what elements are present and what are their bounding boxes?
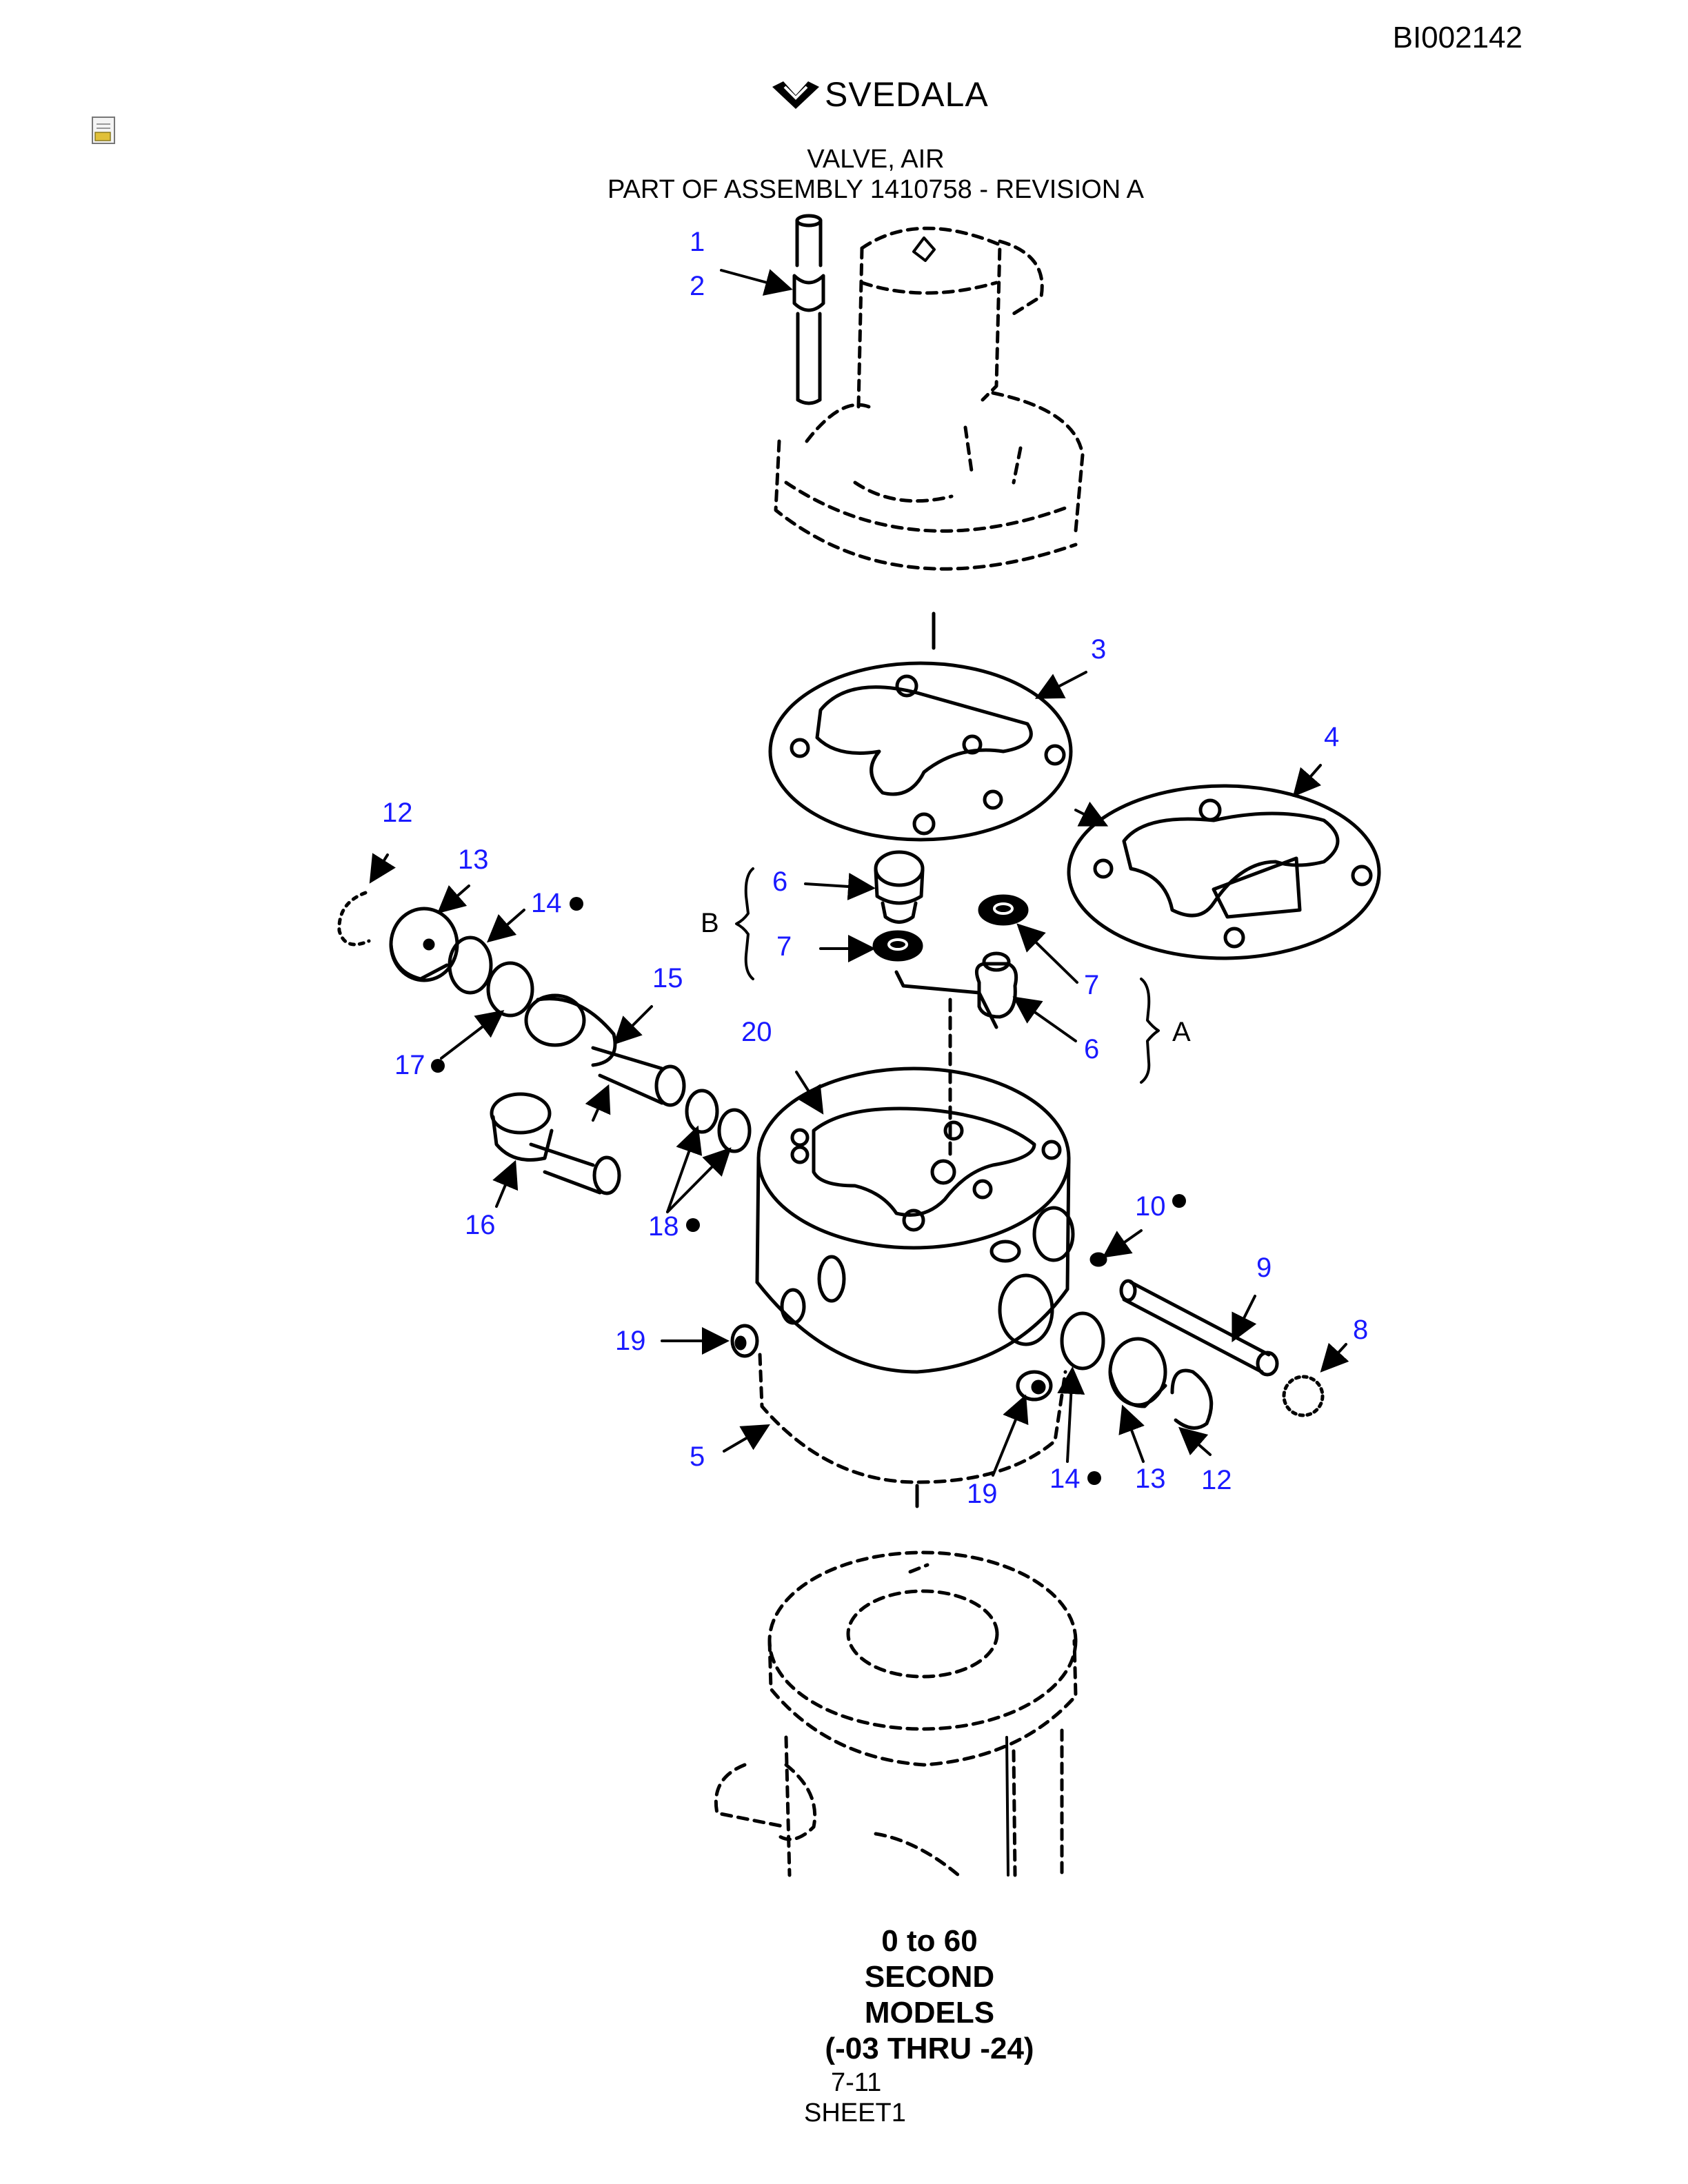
part-7-seat-b [872, 930, 923, 962]
part-17-o-ring [486, 961, 534, 1018]
part-18-o-ring-b [717, 1108, 752, 1153]
upper-housing [774, 226, 1085, 571]
callout-12-right: 12 [1201, 1465, 1232, 1495]
callout-7-b: 7 [776, 931, 792, 962]
attachment-icon[interactable] [91, 116, 119, 148]
callout-14-left: 14 [531, 888, 562, 918]
model-caption: 0 to 60 SECOND MODELS (-03 THRU -24) [0, 1923, 1688, 2067]
callout-10: 10 [1135, 1191, 1166, 1222]
part-19-fitting-left [730, 1324, 759, 1358]
brace-a [1140, 978, 1160, 1084]
callout-7-a: 7 [1084, 970, 1099, 1000]
sheet-label: SHEET1 [804, 2099, 906, 2127]
document-id: BI002142 [1392, 21, 1523, 54]
part-12-retainer-right [1170, 1368, 1214, 1430]
svedala-mark-icon [772, 81, 819, 109]
callout-15: 15 [652, 963, 683, 993]
leader-arrows [369, 269, 1349, 1477]
caption-line-1: 0 to 60 [881, 1924, 978, 1958]
caption-line-2: SECOND [864, 1960, 995, 1994]
part-9-pin [1119, 1279, 1279, 1377]
part-13-plug-left [389, 907, 459, 982]
callout-13-left: 13 [458, 845, 489, 875]
subassembly-label-a: A [1172, 1017, 1191, 1047]
callout-2: 2 [690, 271, 705, 301]
callout-19-right: 19 [967, 1479, 998, 1509]
callout-6-a: 6 [1084, 1034, 1099, 1064]
part-18-o-ring-a [685, 1089, 719, 1134]
part-10-ball [1089, 1252, 1107, 1267]
callout-1: 1 [690, 227, 705, 257]
lower-housing [714, 1550, 1078, 1877]
part-13-plug-right [1108, 1337, 1167, 1408]
caption-line-4: (-03 THRU -24) [825, 2032, 1034, 2065]
part-6-poppet-a [974, 951, 1018, 1019]
part-15-spool [524, 993, 686, 1107]
caption-line-3: MODELS [864, 1996, 995, 2030]
page-number: 7-11 [831, 2068, 882, 2097]
part-3-gasket [768, 661, 1073, 842]
part-12-retainer-left [337, 891, 371, 947]
part-19-fitting-right [1016, 1370, 1053, 1402]
callout-18: 18 [648, 1211, 679, 1242]
callout-6-b: 6 [772, 867, 787, 897]
callout-20: 20 [741, 1017, 772, 1047]
part-4-gasket [1067, 784, 1381, 960]
part-6-poppet-b [874, 850, 925, 924]
callout-12-left: 12 [382, 798, 413, 828]
callout-9: 9 [1256, 1253, 1272, 1283]
callout-19-left: 19 [615, 1326, 646, 1356]
subassembly-label-b: B [701, 908, 719, 938]
drawing-title: VALVE, AIR [807, 145, 945, 174]
brand-name: SVEDALA [825, 75, 989, 114]
callout-3: 3 [1091, 634, 1106, 665]
callout-14-right: 14 [1049, 1464, 1081, 1494]
part-14-o-ring-left [448, 936, 493, 995]
brace-b [735, 867, 754, 980]
part-5-lower-section [758, 1353, 1067, 1484]
part-8-plug [1282, 1375, 1325, 1417]
callout-5: 5 [690, 1442, 705, 1472]
part-1-stem [792, 214, 825, 405]
drawing-subtitle: PART OF ASSEMBLY 1410758 - REVISION A [607, 175, 1144, 204]
part-14-o-ring-right [1060, 1311, 1105, 1371]
part-7-seat-a [978, 894, 1029, 926]
callout-17: 17 [394, 1050, 425, 1080]
part-16-plug-body [490, 1092, 621, 1195]
svedala-logo: SVEDALA [771, 74, 989, 114]
part-20-valve-body [755, 1066, 1075, 1374]
callout-16: 16 [465, 1210, 496, 1240]
kit-bullets [431, 897, 1186, 1485]
callout-4: 4 [1324, 722, 1339, 752]
callout-8: 8 [1353, 1315, 1368, 1345]
callout-13-right: 13 [1135, 1464, 1166, 1494]
